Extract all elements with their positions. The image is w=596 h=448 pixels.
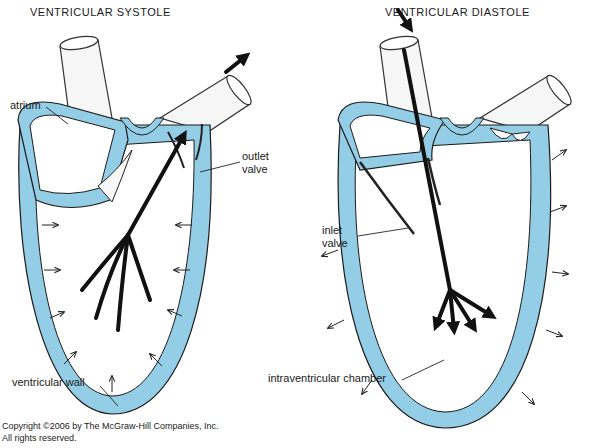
ejection-flow-arrow: [82, 56, 246, 330]
ventricular-wall: [355, 140, 531, 412]
septum-wedge: [440, 118, 484, 135]
contraction-arrows: [42, 225, 192, 392]
outflow-vessel: [160, 72, 255, 132]
closed-inlet-valve: [98, 150, 132, 202]
part-label: inlet valve: [322, 224, 358, 249]
closed-outlet-valve: [512, 132, 530, 141]
atrium-wall: [30, 115, 115, 193]
contraction-arrows: [42, 225, 58, 226]
open-inlet-valve: [360, 162, 414, 234]
contraction-arrows: [64, 352, 76, 364]
closed-inlet-valve: [98, 150, 132, 202]
relaxation-arrows: [322, 150, 568, 404]
relaxation-arrows: [550, 206, 566, 212]
septum-wedge: [120, 118, 164, 135]
part-label: atrium: [10, 99, 41, 112]
leader-line: [200, 162, 240, 172]
part-label: ventricular wall: [12, 376, 85, 389]
ejection-flow-arrow: [82, 235, 128, 290]
relaxation-arrows: [552, 272, 568, 274]
ejection-flow-arrow: [128, 135, 184, 235]
filling-flow-arrow: [404, 50, 450, 290]
contraction-arrows: [176, 225, 192, 226]
part-label: outlet valve: [242, 150, 282, 175]
ejection-flow-arrow: [128, 235, 150, 300]
contraction-arrows: [44, 270, 60, 271]
outflow-vessel: [480, 72, 575, 132]
closed-outlet-valve: [490, 128, 512, 139]
open-outlet-valve: [168, 124, 202, 168]
leader-line: [358, 228, 408, 236]
contraction-arrows: [150, 354, 162, 366]
leader-line: [46, 107, 68, 124]
copyright-notice: Copyright ©2006 by The McGraw-Hill Compa…: [2, 421, 219, 431]
contraction-arrows: [112, 376, 113, 392]
inflow-vessel: [59, 34, 98, 52]
panel-heading: VENTRICULAR DIASTOLE: [385, 6, 530, 19]
ejection-flow-arrow: [118, 235, 128, 330]
outflow-vessel: [223, 72, 255, 108]
part-label: intraventricular chamber: [268, 372, 386, 385]
leader-line: [100, 386, 118, 406]
contraction-arrows: [174, 270, 190, 271]
open-outlet-valve: [196, 124, 202, 160]
relaxation-arrows: [552, 150, 566, 160]
closed-outlet-valve: [490, 128, 530, 141]
filling-flow-arrow: [450, 290, 474, 328]
contraction-arrows: [168, 310, 182, 316]
relaxation-arrows: [522, 392, 534, 404]
leader-line: [46, 107, 444, 406]
septum-wedge: [120, 118, 164, 135]
relaxation-arrows: [546, 330, 562, 336]
outflow-vessel: [543, 72, 575, 108]
leader-line: [402, 360, 444, 380]
panel-heading: VENTRICULAR SYSTOLE: [30, 6, 171, 19]
relaxation-arrows: [328, 320, 344, 328]
copyright-notice: All rights reserved.: [2, 433, 77, 443]
septum-wedge: [440, 118, 484, 135]
inflow-vessel: [379, 34, 418, 52]
ejection-flow-arrow: [226, 56, 246, 72]
contraction-arrows: [50, 312, 64, 318]
filling-flow-arrow: [436, 290, 450, 326]
relaxation-arrows: [322, 250, 338, 256]
filling-flow-arrow: [398, 10, 492, 330]
